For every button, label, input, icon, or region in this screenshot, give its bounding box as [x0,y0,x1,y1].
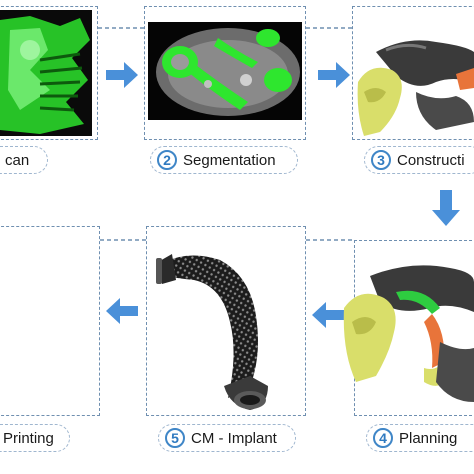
step-6-panel [0,226,100,416]
scan-image [0,10,92,136]
step-5-number: 5 [165,428,185,448]
step-3-number: 3 [371,150,391,170]
arrow-right-2 [318,62,350,88]
arrow-right-1 [106,62,138,88]
step-1-label: can [0,146,48,174]
step-1-text: can [5,151,30,169]
segmentation-image [148,22,302,120]
step-2-number: 2 [157,150,177,170]
step-4-text: Planning [399,429,458,447]
step-6-label: Printing [0,424,70,452]
construction-image [356,12,474,138]
step-2-label: 2 Segmentation [150,146,298,174]
implant-image [150,236,300,412]
step-4-label: 4 Planning [366,424,474,452]
planning-image [340,252,474,410]
arrow-left-1 [106,298,138,324]
step-5-label: 5 CM - Implant [158,424,296,452]
arrow-down [432,190,460,226]
step-5-panel [146,226,306,416]
arrow-left-2 [312,302,344,328]
step-6-text: Printing [3,429,54,447]
step-5-text: CM - Implant [191,429,277,447]
step-2-text: Segmentation [183,151,276,169]
step-3-label: 3 Constructi [364,146,474,174]
step-4-number: 4 [373,428,393,448]
step-3-text: Constructi [397,151,465,169]
